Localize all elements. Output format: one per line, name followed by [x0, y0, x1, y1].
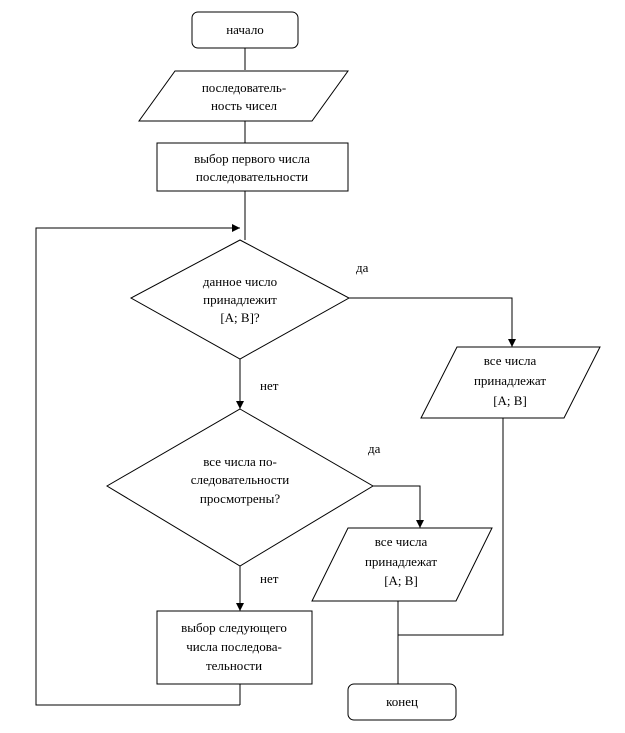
branch-label-yes-1: да [356, 260, 369, 275]
decision-viewed-line-3: просмотрены? [200, 491, 280, 506]
input-label-line-1: последователь- [202, 80, 286, 95]
select-next-process [156, 610, 313, 685]
output-middle-line-3: [A; B] [384, 573, 418, 588]
start-terminal [191, 11, 299, 49]
end-terminal [347, 683, 457, 721]
output-belongs-middle-parallelogram [311, 527, 493, 602]
arrowhead-no-2 [236, 603, 244, 611]
output-belongs-right-parallelogram [420, 346, 601, 419]
arrowhead-loop-back [232, 224, 240, 232]
decision-viewed-diamond [106, 408, 374, 567]
decision-viewed-line-2: следовательности [191, 472, 289, 487]
branch-label-yes-2: да [368, 441, 381, 456]
output-right-line-1: все числа [484, 353, 537, 368]
end-label: конец [386, 694, 418, 709]
branch-label-no-1: нет [260, 378, 279, 393]
branch-label-no-2: нет [260, 571, 279, 586]
input-label-line-2: ность чисел [211, 98, 278, 113]
arrowhead-no-1 [236, 401, 244, 409]
decision-belongs-diamond [129, 239, 351, 360]
select-next-line-1: выбор следующего [181, 620, 287, 635]
connector-yes-1 [349, 297, 513, 347]
select-first-label-line-1: выбор первого числа [194, 151, 310, 166]
select-next-line-3: тельности [206, 658, 262, 673]
output-right-line-2: принадлежат [474, 373, 546, 388]
input-parallelogram [138, 70, 349, 122]
arrowheads [232, 224, 516, 611]
arrowhead-yes-1 [508, 339, 516, 347]
select-first-label-line-2: последовательности [196, 169, 308, 184]
start-label: начало [226, 22, 264, 37]
loop-back-line [35, 227, 240, 706]
decision-belongs-line-1: данное число [203, 274, 277, 289]
arrowhead-yes-2 [416, 520, 424, 528]
decision-belongs-line-3: [A; B]? [220, 310, 260, 325]
connector-right-output-merge [398, 418, 504, 636]
decision-viewed-line-1: все числа по- [203, 454, 277, 469]
output-right-line-3: [A; B] [493, 393, 527, 408]
select-first-process [156, 142, 349, 192]
connector-yes-2 [373, 485, 421, 528]
connectors [35, 48, 513, 706]
output-middle-line-2: принадлежат [365, 554, 437, 569]
output-middle-line-1: все числа [375, 534, 428, 549]
select-next-line-2: числа последова- [186, 639, 282, 654]
decision-belongs-line-2: принадлежит [203, 292, 277, 307]
